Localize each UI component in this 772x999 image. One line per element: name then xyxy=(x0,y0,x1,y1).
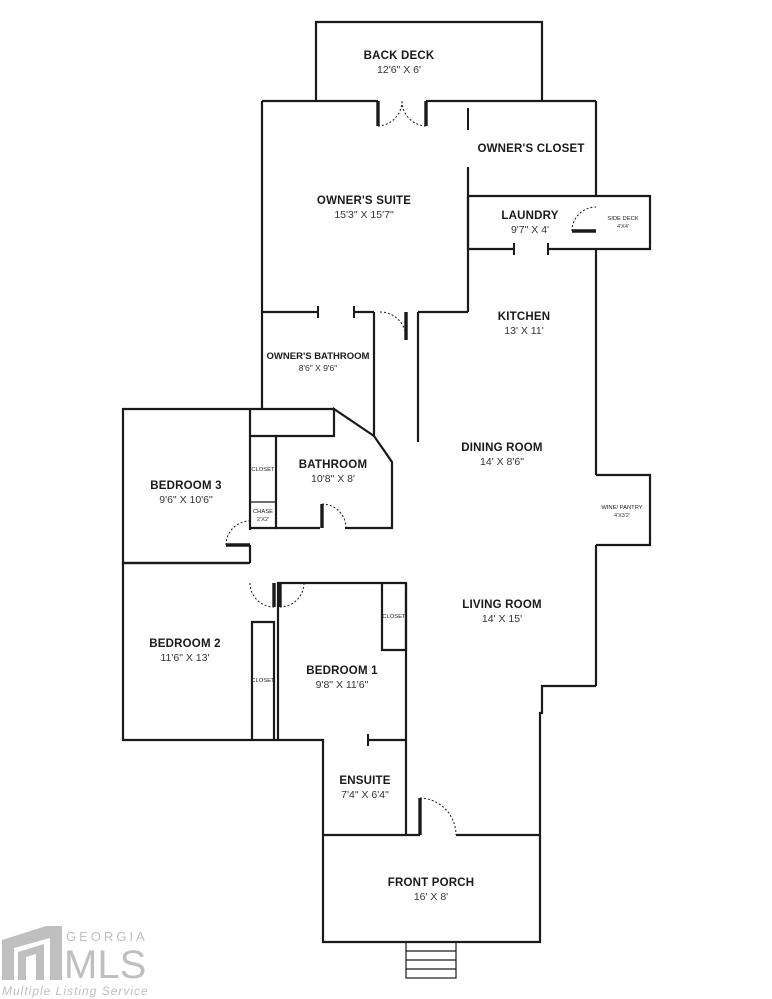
bedroom1-door-swing xyxy=(279,582,305,608)
bedroom3-wall xyxy=(121,407,262,565)
bathroom-door-swing xyxy=(321,503,347,529)
bedroom2-closet-name: CLOSET xyxy=(251,678,275,684)
chase-dim: 2'X2' xyxy=(257,517,269,523)
owners-bathroom-dim: 8'6" X 9'6" xyxy=(299,363,338,373)
wine-pantry-wall xyxy=(596,473,652,547)
bathroom-name: BATHROOM xyxy=(299,459,367,471)
bedroom3-name: BEDROOM 3 xyxy=(150,480,221,492)
front-porch-name: FRONT PORCH xyxy=(388,877,475,889)
room-labels: BACK DECK 12'6" X 6' OWNER'S CLOSET OWNE… xyxy=(149,50,643,903)
kitchen-name: KITCHEN xyxy=(498,311,551,323)
bedroom2-name: BEDROOM 2 xyxy=(149,638,220,650)
front-door-swing xyxy=(419,797,457,836)
bedroom2-dim: 11'6" X 13' xyxy=(161,652,210,664)
side-deck-name: SIDE DECK xyxy=(607,216,638,222)
bedroom3-door-swing xyxy=(225,520,251,546)
chase-name: CHASE xyxy=(253,509,273,515)
owners-closet-name: OWNER'S CLOSET xyxy=(477,143,584,155)
bedroom1-dim: 9'8" X 11'6" xyxy=(316,679,369,691)
side-deck-door-swing xyxy=(571,206,597,232)
suite-door-swing xyxy=(379,311,407,339)
wine-pantry-dim: 4'X3'2' xyxy=(614,513,630,519)
back-door-right-swing xyxy=(401,100,427,127)
kitchen-dim: 13' X 11' xyxy=(504,325,543,337)
bathroom-dim: 10'8" X 8' xyxy=(311,473,355,485)
watermark-line3: Multiple Listing Service xyxy=(2,984,149,998)
bedroom2-closet-wall xyxy=(250,620,276,740)
front-porch-dim: 16' X 8' xyxy=(414,891,448,903)
living-room-name: LIVING ROOM xyxy=(462,599,542,611)
side-deck-wall xyxy=(596,194,652,251)
back-deck-name: BACK DECK xyxy=(364,50,435,62)
bedroom3-dim: 9'6" X 10'6" xyxy=(159,494,213,506)
watermark-line2: MLS xyxy=(64,943,146,987)
watermark-line1: GEORGIA xyxy=(66,929,148,944)
bedroom3-closet-wall xyxy=(250,434,278,530)
bedroom1-closet-wall xyxy=(380,583,408,652)
walls xyxy=(121,20,652,944)
living-room-dim: 14' X 15' xyxy=(482,613,522,625)
bedroom3-closet-name: CLOSET xyxy=(251,467,275,473)
back-door-left-swing xyxy=(377,100,403,127)
owners-suite-name: OWNER'S SUITE xyxy=(317,195,411,207)
mls-logo-icon xyxy=(2,926,62,980)
back-deck-dim: 12'6" X 6' xyxy=(377,64,421,76)
bedroom1-closet-name: CLOSET xyxy=(382,614,406,620)
doors xyxy=(225,100,597,836)
dining-room-name: DINING ROOM xyxy=(461,442,542,454)
dining-room-dim: 14' X 8'6" xyxy=(480,456,524,468)
owners-bathroom-name: OWNER'S BATHROOM xyxy=(267,351,370,362)
georgia-mls-watermark: GEORGIA MLS Multiple Listing Service xyxy=(2,926,149,998)
side-deck-dim: 4'X4' xyxy=(617,224,629,230)
wine-pantry-name: WINE/ PANTRY xyxy=(601,505,642,511)
back-deck-wall xyxy=(314,20,544,101)
ensuite-dim: 7'4" X 6'4" xyxy=(341,789,389,801)
laundry-dim: 9'7" X 4' xyxy=(511,224,549,236)
ensuite-name: ENSUITE xyxy=(339,775,390,787)
bedroom1-wall xyxy=(276,581,408,740)
bedroom1-name: BEDROOM 1 xyxy=(306,665,378,677)
bedroom2-door-swing xyxy=(249,582,275,608)
front-steps xyxy=(405,941,457,979)
owners-suite-dim: 15'3" X 15'7" xyxy=(334,209,394,221)
living-room-step-wall xyxy=(538,684,596,835)
laundry-name: LAUNDRY xyxy=(501,210,558,222)
ensuite-wall xyxy=(278,738,325,835)
